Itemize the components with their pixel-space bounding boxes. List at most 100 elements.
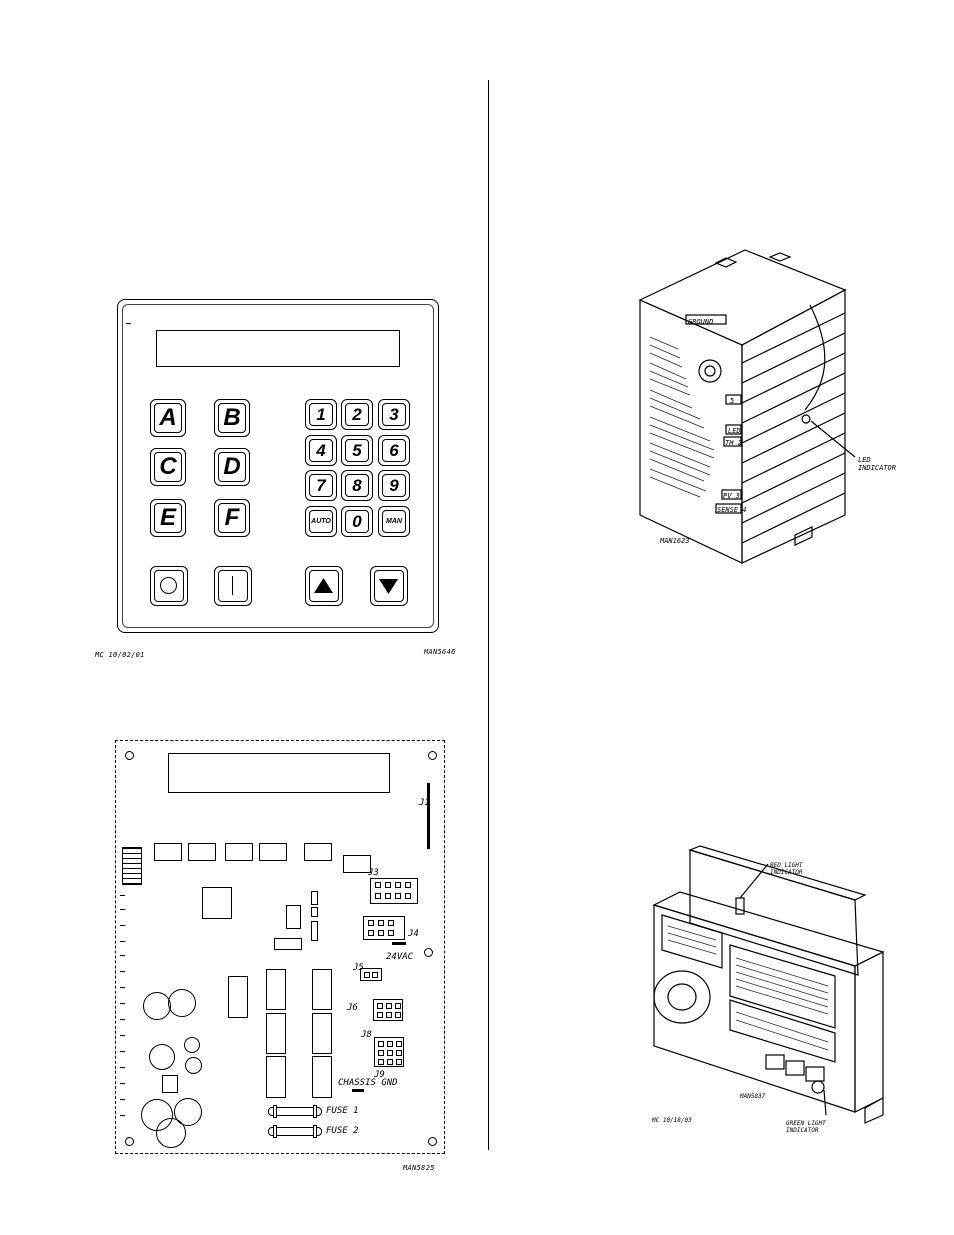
- edge-pin: [120, 1083, 125, 1084]
- red-led-label: RED LIGHT INDICATOR: [770, 862, 803, 876]
- keypad-panel: A B C D E F 1 2 3 4 5 6 7 8 9 AUTO 0 MAN: [117, 299, 439, 633]
- key-e[interactable]: E: [150, 499, 186, 537]
- edge-pin: [120, 895, 125, 896]
- key-b[interactable]: B: [214, 399, 250, 437]
- edge-pin: [120, 1019, 125, 1020]
- tag-led: LED: [728, 427, 741, 435]
- red-led-label-line1: RED LIGHT: [770, 862, 803, 869]
- key-a-label: A: [159, 404, 177, 431]
- key-6-label: 6: [389, 440, 399, 460]
- j8-connector: [374, 1037, 404, 1067]
- fuse-1: [268, 1105, 322, 1118]
- edge-pin: [120, 1115, 125, 1116]
- green-led-label: GREEN LIGHT INDICATOR: [786, 1120, 826, 1134]
- key-3[interactable]: 3: [378, 399, 410, 430]
- capacitor: [143, 992, 171, 1020]
- relay: [266, 969, 286, 1010]
- edge-pin: [120, 925, 125, 926]
- chip: [343, 855, 371, 873]
- key-2[interactable]: 2: [341, 399, 373, 430]
- edge-pin: [120, 1099, 125, 1100]
- j6-connector: [373, 999, 403, 1021]
- key-a[interactable]: A: [150, 399, 186, 437]
- edge-pin: [120, 987, 125, 988]
- capacitor: [156, 1118, 186, 1148]
- chip: [311, 921, 318, 941]
- key-down[interactable]: [370, 566, 408, 606]
- chip: [225, 843, 253, 861]
- spark-caption-date: MC 10/18/03: [652, 1117, 692, 1124]
- edge-pin: [120, 971, 125, 972]
- key-6[interactable]: 6: [378, 435, 410, 466]
- mount-hole: [428, 1137, 437, 1146]
- circuit-board: J1 J3 J4 24VA: [115, 740, 445, 1154]
- key-f-label: F: [224, 504, 240, 531]
- chip: [311, 907, 318, 917]
- key-7-label: 7: [316, 475, 326, 495]
- key-0[interactable]: 0: [341, 506, 373, 537]
- edge-pin: [120, 955, 125, 956]
- ribbon-connector: [122, 847, 142, 885]
- chip: [274, 938, 302, 950]
- spark-module-drawing: [652, 845, 885, 1124]
- column-divider: [488, 80, 489, 1150]
- keypad-caption-date: MC 10/02/01: [95, 651, 145, 659]
- j1-header: [427, 783, 430, 849]
- voltage-label: 24VAC: [386, 952, 414, 962]
- j1-label: J1: [419, 798, 430, 808]
- key-on[interactable]: [214, 566, 252, 606]
- arrow-up-icon: [314, 578, 333, 593]
- tag-5: 5: [730, 397, 735, 405]
- relay: [312, 1013, 332, 1054]
- chip: [154, 843, 182, 861]
- chassis-gnd-mark: [352, 1089, 364, 1092]
- j9-label: J9: [374, 1070, 385, 1080]
- key-7[interactable]: 7: [305, 470, 337, 501]
- j5-label: J5: [353, 963, 364, 973]
- panel-mark: [126, 323, 131, 324]
- key-d[interactable]: D: [214, 448, 250, 486]
- key-5-label: 5: [352, 440, 362, 460]
- key-f[interactable]: F: [214, 499, 250, 537]
- key-9[interactable]: 9: [378, 470, 410, 501]
- key-up[interactable]: [305, 566, 343, 606]
- key-4[interactable]: 4: [305, 435, 337, 466]
- key-c[interactable]: C: [150, 448, 186, 486]
- chip: [286, 905, 301, 929]
- key-5[interactable]: 5: [341, 435, 373, 466]
- ignition-caption: MAN1623: [660, 537, 690, 545]
- edge-pin: [120, 1003, 125, 1004]
- edge-pin: [120, 941, 125, 942]
- fuse-2-label: FUSE 2: [326, 1126, 359, 1136]
- edge-pin: [120, 1035, 125, 1036]
- tag-th2: TH 2: [725, 439, 742, 447]
- bar-icon: [232, 576, 233, 595]
- j3-label: J3: [368, 868, 379, 878]
- led-indicator-label: LED INDICATOR: [858, 456, 896, 472]
- ignition-module-drawing: [638, 249, 856, 564]
- j4-label: J4: [408, 929, 419, 939]
- chip: [304, 843, 332, 861]
- key-off[interactable]: [150, 566, 188, 606]
- fuse-2: [268, 1125, 322, 1138]
- key-man[interactable]: MAN: [378, 506, 410, 537]
- capacitor: [168, 989, 196, 1017]
- capacitor: [184, 1037, 200, 1053]
- key-man-label: MAN: [386, 518, 402, 525]
- edge-pin: [120, 909, 125, 910]
- led-indicator-label-line2: INDICATOR: [858, 464, 896, 472]
- relay: [312, 969, 332, 1010]
- mount-hole: [125, 1137, 134, 1146]
- processor: [202, 887, 232, 919]
- led-indicator-label-line1: LED: [858, 456, 871, 464]
- lcd-display: [156, 330, 400, 367]
- voltage-mark: [392, 942, 406, 945]
- key-1[interactable]: 1: [305, 399, 337, 430]
- relay: [228, 976, 248, 1018]
- capacitor: [149, 1044, 175, 1070]
- chip: [259, 843, 287, 861]
- key-8[interactable]: 8: [341, 470, 373, 501]
- j5-connector: [360, 968, 382, 981]
- mount-hole: [424, 948, 433, 957]
- key-auto[interactable]: AUTO: [305, 506, 337, 537]
